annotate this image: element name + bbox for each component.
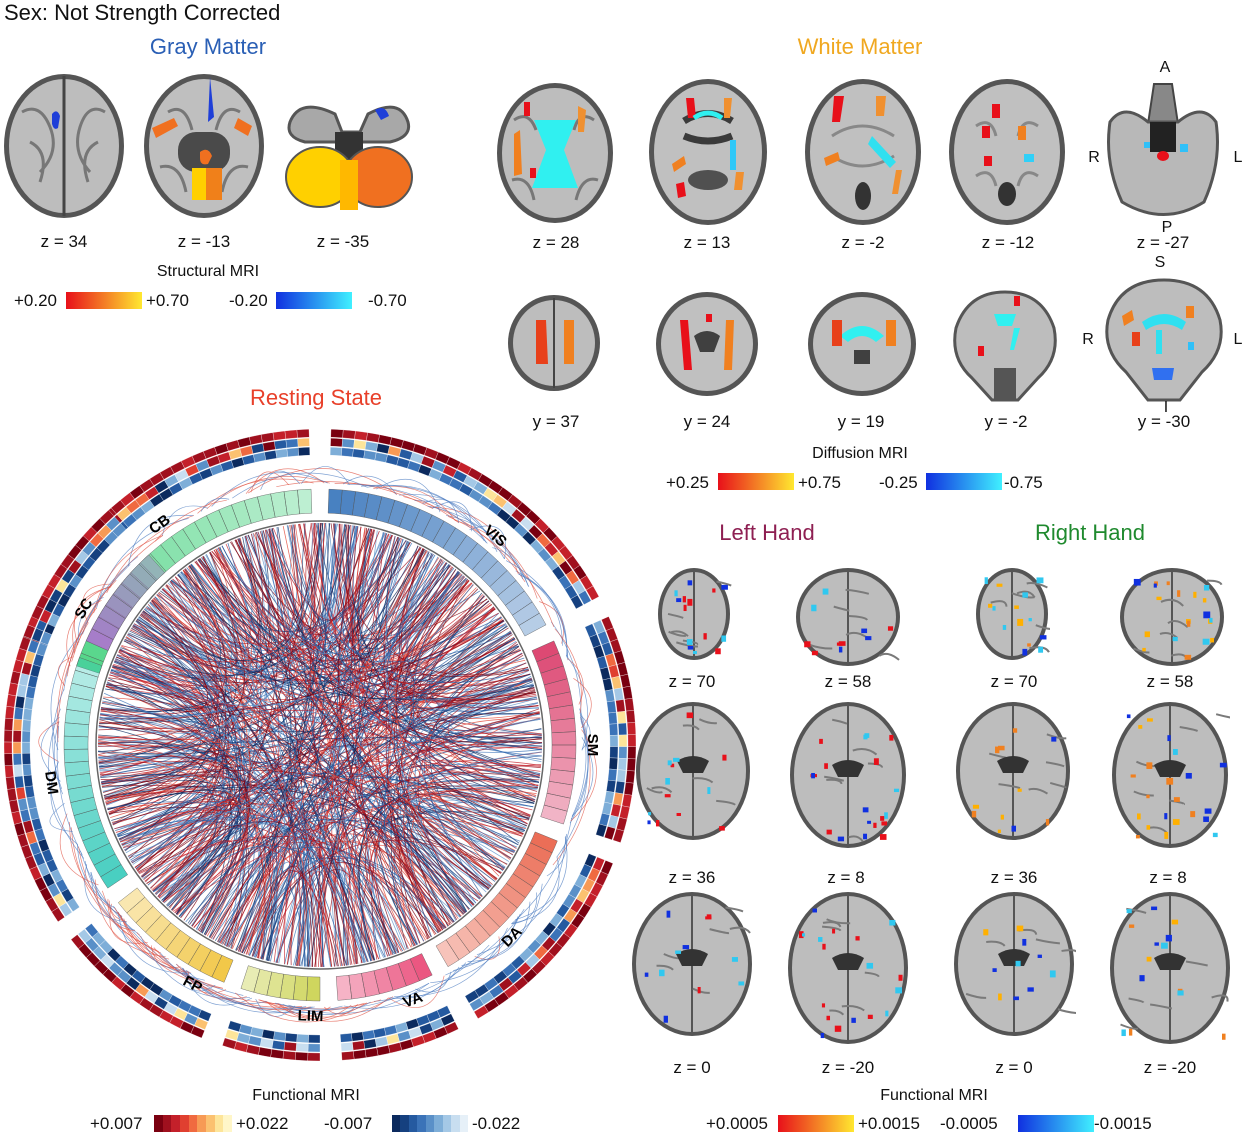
rh-slice-label: z = 58 bbox=[1146, 672, 1194, 691]
white-matter-title: White Matter bbox=[797, 34, 923, 59]
gray-matter-title: Gray Matter bbox=[149, 34, 267, 59]
lh-slice-label: z = 70 bbox=[668, 672, 716, 691]
hand-neg-max: -0.0015 bbox=[1094, 1114, 1152, 1133]
brain-axial-icon bbox=[1112, 702, 1230, 848]
diffusion-neg-max: -0.75 bbox=[1004, 473, 1043, 492]
rh-slice-label: z = 0 bbox=[995, 1058, 1033, 1077]
lh-slice-label: z = 8 bbox=[827, 868, 865, 887]
figure-title: Sex: Not Strength Corrected bbox=[4, 0, 281, 25]
brain-axial-icon bbox=[805, 79, 921, 225]
orient-label-l: L bbox=[1233, 149, 1243, 166]
wm-coronal-label: y = -2 bbox=[984, 412, 1028, 431]
orient-label-p: P bbox=[1161, 219, 1173, 236]
brain-axial-icon bbox=[4, 74, 124, 218]
rs-pos-max: +0.022 bbox=[236, 1114, 289, 1133]
right-hand-title: Right Hand bbox=[1034, 520, 1146, 545]
orient-label-l: L bbox=[1233, 331, 1243, 348]
structural-colorbar-title: Structural MRI bbox=[156, 263, 260, 280]
diffusion-pos-max: +0.75 bbox=[798, 473, 842, 492]
rh-slice-label: z = 8 bbox=[1149, 868, 1187, 887]
hand-pos-min: +0.0005 bbox=[706, 1114, 768, 1133]
diffusion-colorbar-title: Diffusion MRI bbox=[812, 445, 908, 462]
orient-label-r: R bbox=[1082, 331, 1094, 348]
wm-axial-label: z = 28 bbox=[532, 233, 580, 252]
network-label-da: DA bbox=[498, 923, 525, 950]
rh-slice-label: z = -20 bbox=[1143, 1058, 1197, 1077]
hand-colorbar-title: Functional MRI bbox=[880, 1087, 988, 1104]
brain-axial-icon bbox=[649, 79, 767, 225]
diffusion-pos-colorbar bbox=[718, 473, 794, 490]
hand-pos-max: +0.0015 bbox=[858, 1114, 920, 1133]
structural-pos-min: +0.20 bbox=[14, 291, 58, 310]
network-label-fp: FP bbox=[180, 973, 205, 997]
network-label-sm: SM bbox=[584, 734, 601, 757]
wm-axial-label: z = 13 bbox=[683, 233, 731, 252]
gm-slice-label: z = -35 bbox=[316, 232, 370, 251]
rh-slice-label: z = 70 bbox=[990, 672, 1038, 691]
orient-label-i: I bbox=[1163, 399, 1169, 416]
brain-coronal-icon bbox=[808, 292, 916, 396]
brain-axial-icon bbox=[1110, 892, 1230, 1044]
wm-axial-label: z = -2 bbox=[841, 233, 885, 252]
brain-axial-icon bbox=[976, 568, 1050, 660]
diffusion-pos-min: +0.25 bbox=[666, 473, 710, 492]
structural-neg-colorbar bbox=[276, 292, 352, 309]
network-label-va: VA bbox=[401, 989, 426, 1012]
brain-axial-icon bbox=[788, 892, 908, 1044]
left-hand-title: Left Hand bbox=[719, 520, 815, 545]
orient-label-a: A bbox=[1159, 59, 1171, 76]
wm-axial-label: z = -12 bbox=[981, 233, 1035, 252]
resting-state-title: Resting State bbox=[249, 385, 383, 410]
brain-coronal-icon bbox=[508, 295, 600, 391]
structural-neg-min: -0.20 bbox=[229, 291, 268, 310]
diffusion-neg-colorbar bbox=[926, 473, 1002, 490]
wm-coronal-label: y = 24 bbox=[683, 412, 731, 431]
structural-pos-colorbar bbox=[66, 292, 142, 309]
wm-coronal-label: y = 37 bbox=[532, 412, 580, 431]
lh-slice-label: z = 36 bbox=[668, 868, 716, 887]
brain-axial-icon bbox=[285, 105, 413, 210]
brain-coronal-icon bbox=[656, 292, 758, 396]
gm-slice-label: z = 34 bbox=[40, 232, 88, 251]
rs-neg-colorbar bbox=[392, 1115, 468, 1132]
brain-coronal-icon bbox=[953, 290, 1057, 402]
hand-neg-colorbar bbox=[1018, 1115, 1094, 1132]
brain-axial-icon bbox=[632, 892, 752, 1036]
gm-slice-label: z = -13 bbox=[177, 232, 231, 251]
brain-axial-icon bbox=[1120, 568, 1224, 666]
orient-label-r: R bbox=[1088, 149, 1100, 166]
lh-slice-label: z = 0 bbox=[673, 1058, 711, 1077]
rs-colorbar-title: Functional MRI bbox=[252, 1087, 360, 1104]
brain-axial-icon bbox=[636, 702, 750, 840]
brain-axial-icon bbox=[796, 568, 900, 666]
rh-slice-label: z = 36 bbox=[990, 868, 1038, 887]
wm-axial-label: z = -27 bbox=[1136, 233, 1190, 252]
network-label-dm: DM bbox=[41, 770, 61, 795]
brain-axial-icon bbox=[949, 79, 1065, 225]
rs-pos-colorbar bbox=[154, 1115, 233, 1132]
structural-pos-max: +0.70 bbox=[146, 291, 190, 310]
brain-axial-icon bbox=[1107, 83, 1219, 216]
lh-slice-label: z = -20 bbox=[821, 1058, 875, 1077]
brain-axial-icon bbox=[954, 892, 1076, 1036]
brain-axial-icon bbox=[144, 74, 264, 218]
brain-axial-icon bbox=[956, 702, 1070, 840]
orient-label-s: S bbox=[1154, 254, 1166, 271]
brain-coronal-icon bbox=[1105, 278, 1223, 402]
brain-axial-icon bbox=[790, 702, 906, 848]
wm-coronal-label: y = 19 bbox=[837, 412, 885, 431]
structural-neg-max: -0.70 bbox=[368, 291, 407, 310]
network-label-lim: LIM bbox=[297, 1007, 323, 1025]
wm-coronal-label: y = -30 bbox=[1137, 412, 1191, 431]
rs-pos-min: +0.007 bbox=[90, 1114, 143, 1133]
lh-slice-label: z = 58 bbox=[824, 672, 872, 691]
hand-neg-min: -0.0005 bbox=[940, 1114, 998, 1133]
brain-axial-icon bbox=[497, 83, 613, 223]
hand-pos-colorbar bbox=[778, 1115, 854, 1132]
rs-neg-min: -0.007 bbox=[324, 1114, 373, 1133]
diffusion-neg-min: -0.25 bbox=[879, 473, 918, 492]
brain-axial-icon bbox=[658, 568, 732, 660]
rs-neg-max: -0.022 bbox=[472, 1114, 521, 1133]
